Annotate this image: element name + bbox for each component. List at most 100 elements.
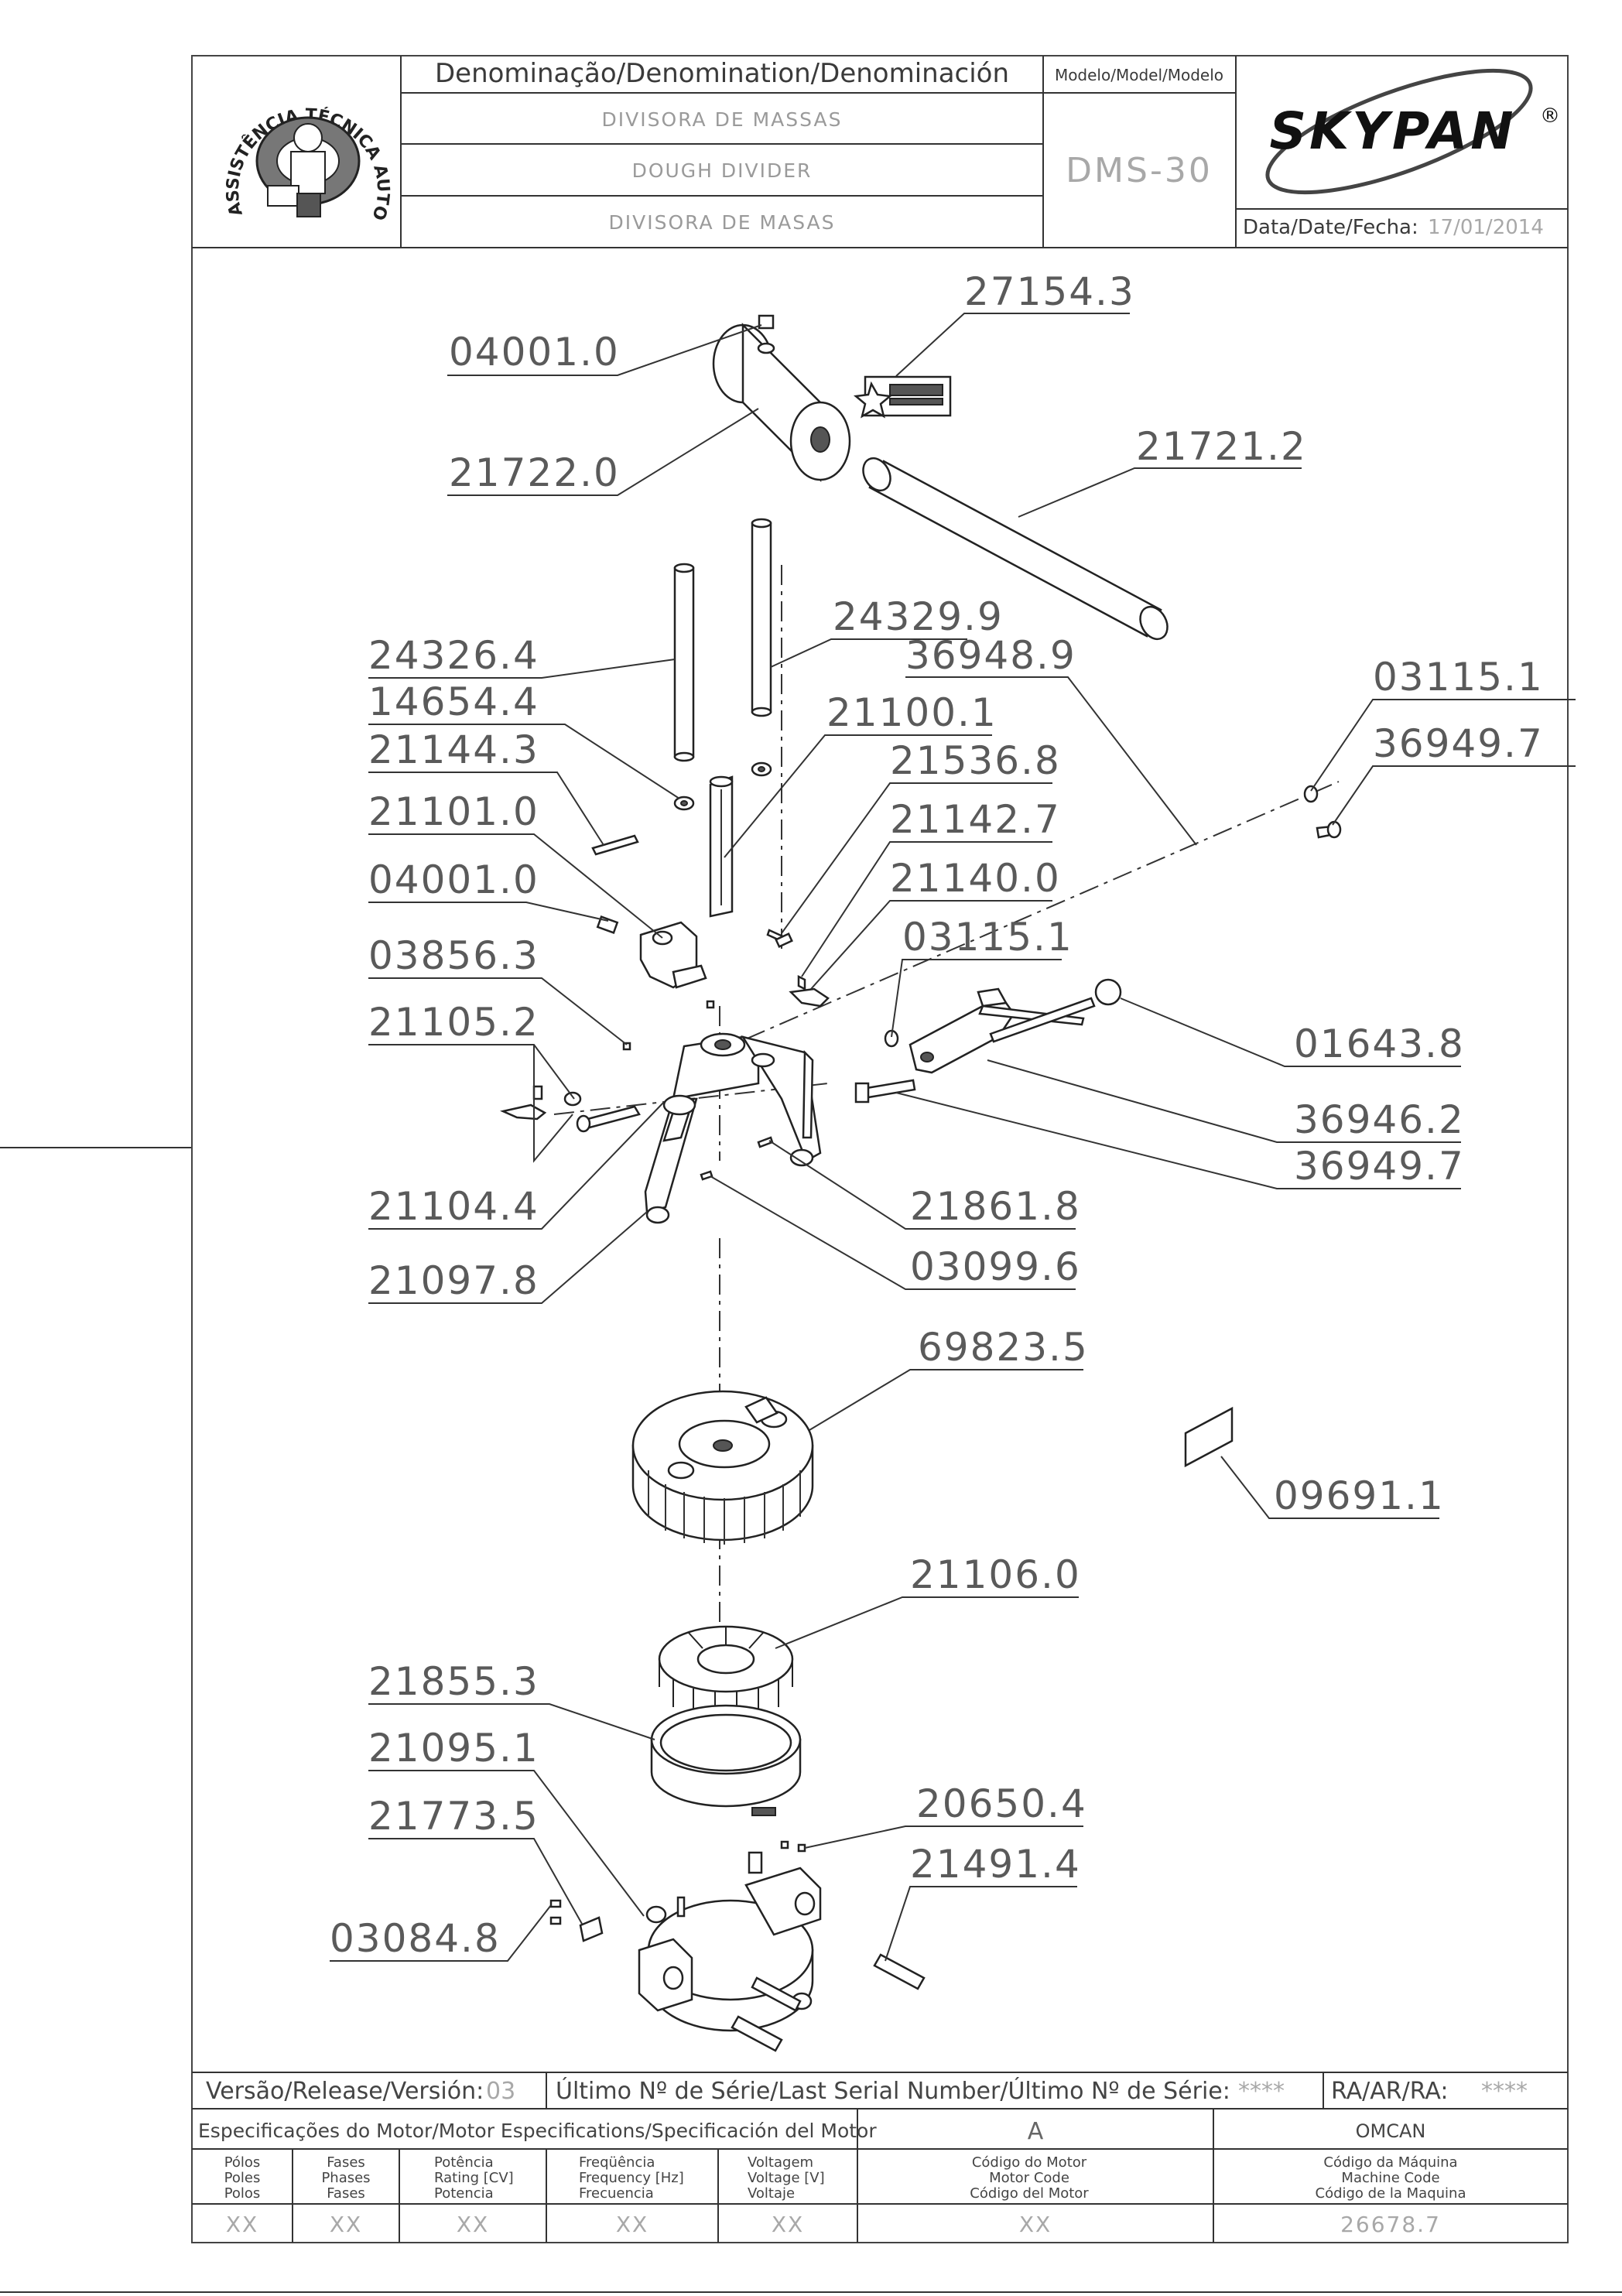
ra-label: RA/AR/RA: <box>1331 2078 1448 2105</box>
part-20650-4-screw <box>676 1840 806 1918</box>
part-21536-8-screw <box>766 929 793 948</box>
part-21491-4-pin <box>731 1953 926 2052</box>
callout-21100-1: 21100.1 <box>826 690 997 735</box>
callout-03856-3: 03856.3 <box>368 933 539 978</box>
callout-21104-4: 21104.4 <box>368 1184 539 1229</box>
col-frequency-pt: Freqüência <box>579 2154 655 2171</box>
val-phases: XX <box>330 2212 362 2237</box>
motor-spec-label: Especificações do Motor/Motor Especifica… <box>198 2120 877 2142</box>
callout-03084-8: 03084.8 <box>330 1916 501 1961</box>
callout-21722-0: 21722.0 <box>449 450 620 495</box>
col-machine-code-es: Código de la Maquina <box>1316 2185 1466 2202</box>
col-motor-code-es: Código del Motor <box>970 2185 1089 2202</box>
denomination-title: Denominação/Denomination/Denominación <box>435 58 1009 89</box>
name-portuguese: DIVISORA DE MASSAS <box>602 108 843 131</box>
col-phases-pt: Fases <box>327 2154 365 2171</box>
callout-36946-2: 36946.2 <box>1294 1097 1465 1142</box>
version-value: 03 <box>486 2078 515 2105</box>
callout-21491-4: 21491.4 <box>910 1842 1081 1887</box>
callout-03099-6: 03099.6 <box>910 1244 1081 1289</box>
callout-36949-7: 36949.7 <box>1294 1144 1465 1189</box>
col-frequency-en: Frequency [Hz] <box>579 2170 684 2186</box>
date-value: 17/01/2014 <box>1428 216 1544 239</box>
part-21095-1-base <box>638 1867 822 2032</box>
part-09691-1-plate <box>1184 1406 1234 1468</box>
part-03099-6-screw <box>700 1170 713 1181</box>
part-36946-2-lever <box>909 987 1096 1074</box>
callout-21105-2: 21105.2 <box>368 1000 539 1045</box>
callout-14654-4: 14654.4 <box>368 679 539 724</box>
part-21144-3-pin <box>591 834 639 856</box>
val-poles: XX <box>226 2212 258 2237</box>
val-motor-code: XX <box>1019 2212 1052 2237</box>
col-machine-code-pt: Código da Máquina <box>1323 2154 1457 2171</box>
col-rating-es: Potencia <box>434 2185 494 2202</box>
col-phases-en: Phases <box>321 2170 370 2186</box>
callout-03115-1-right: 03115.1 <box>1373 655 1544 700</box>
part-27154-3-label-plate <box>853 375 952 419</box>
val-rating: XX <box>457 2212 489 2237</box>
callout-leaders <box>330 313 1576 1962</box>
callout-24326-4: 24326.4 <box>368 633 539 678</box>
part-21142-7-screw <box>797 974 806 991</box>
col-poles-pt: Pólos <box>224 2154 261 2171</box>
callout-21855-3: 21855.3 <box>368 1659 539 1704</box>
part-21721-2-handle-bar <box>862 457 1169 641</box>
callout-21721-2: 21721.2 <box>1136 424 1307 469</box>
part-21105-2-pin-set <box>500 1085 641 1133</box>
callout-03115-1: 03115.1 <box>902 915 1073 960</box>
part-21773-5-bracket <box>579 1916 604 1942</box>
callout-21140-0: 21140.0 <box>890 856 1061 901</box>
callout-01643-8: 01643.8 <box>1294 1021 1465 1066</box>
callout-27154-3: 27154.3 <box>964 269 1135 314</box>
col-voltage-en: Voltage [V] <box>748 2170 825 2186</box>
part-21140-0-latch <box>789 987 830 1008</box>
val-machine-code: 26678.7 <box>1340 2212 1441 2237</box>
callout-21142-7: 21142.7 <box>890 797 1061 842</box>
part-21722-0-handle-hub <box>712 322 851 483</box>
part-03115-1-retaining-ring <box>884 785 1319 1048</box>
callout-36949-7-right: 36949.7 <box>1373 721 1544 766</box>
col-poles-en: Poles <box>224 2170 261 2186</box>
part-21855-3-ring <box>650 1704 802 1816</box>
part-03856-3-screw <box>622 1000 715 1051</box>
callout-09691-1: 09691.1 <box>1274 1473 1445 1518</box>
part-24326-4-guide-rod <box>673 563 695 762</box>
part-01643-8-ball-knob <box>1094 978 1122 1006</box>
callout-36948-9: 36948.9 <box>905 633 1076 678</box>
col-motor-code-en: Motor Code <box>989 2170 1069 2186</box>
col-machine-code-en: Machine Code <box>1341 2170 1439 2186</box>
col-rating-en: Rating [CV] <box>434 2170 514 2186</box>
callout-21106-0: 21106.0 <box>910 1552 1081 1597</box>
callout-24329-9: 24329.9 <box>833 594 1004 639</box>
callout-21536-8: 21536.8 <box>890 738 1061 783</box>
drawing-frame <box>191 55 1569 2243</box>
callout-21144-3: 21144.3 <box>368 727 539 772</box>
part-21104-4-link-arm <box>662 1094 696 1142</box>
part-36949-7-bolt <box>854 820 1342 1104</box>
callout-21097-8: 21097.8 <box>368 1258 539 1303</box>
callout-21773-5: 21773.5 <box>368 1794 539 1839</box>
col-phases-es: Fases <box>327 2185 365 2202</box>
val-frequency: XX <box>616 2212 648 2237</box>
ra-value: **** <box>1481 2078 1528 2105</box>
name-english: DOUGH DIVIDER <box>632 159 813 182</box>
callout-04001-0: 04001.0 <box>368 857 539 902</box>
col-voltage-es: Voltaje <box>748 2185 795 2202</box>
val-voltage: XX <box>772 2212 804 2237</box>
serial-value: **** <box>1238 2078 1285 2105</box>
callout-21861-8: 21861.8 <box>910 1184 1081 1229</box>
part-21100-1-central-shaft <box>709 775 734 918</box>
callout-04001-0-top: 04001.0 <box>449 330 620 375</box>
registered-mark: ® <box>1540 104 1560 128</box>
callout-20650-4: 20650.4 <box>916 1781 1087 1826</box>
model-label: Modelo/Model/Modelo <box>1055 66 1223 84</box>
col-frequency-es: Frecuencia <box>579 2185 654 2202</box>
part-69823-5-dividing-head <box>631 1390 814 1545</box>
part-21097-8-lever-frame <box>644 1032 822 1224</box>
col-rating-pt: Potência <box>434 2154 494 2171</box>
part-21106-0-blade-rotor <box>658 1625 794 1719</box>
callout-69823-5: 69823.5 <box>918 1325 1089 1370</box>
part-24329-9-guide-rod <box>751 518 772 717</box>
